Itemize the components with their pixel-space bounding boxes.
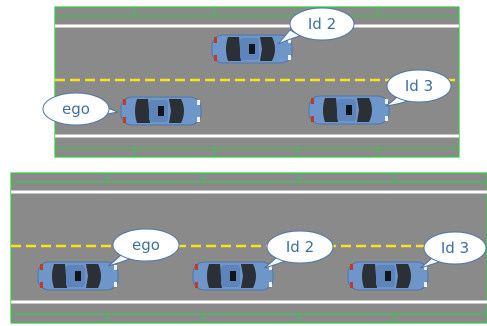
bottom-scene: ego Id 2 Id 3 — [10, 172, 487, 324]
grid-frame — [10, 172, 487, 324]
bubble-id2: Id 2 — [263, 230, 334, 269]
bubble-id2-label: Id 2 — [308, 15, 336, 33]
bubble-ego: ego — [42, 92, 119, 126]
bubble-id2-label: Id 2 — [286, 238, 314, 256]
bubble-ego-label: ego — [62, 100, 90, 118]
vehicle-id2-car — [211, 34, 293, 64]
grid-ticks — [11, 173, 487, 323]
bubble-id3: Id 3 — [419, 231, 487, 269]
vehicle-id3-car — [347, 261, 429, 291]
bubble-id2: Id 2 — [277, 7, 355, 45]
road-surface — [11, 173, 487, 323]
bubble-id3-label: Id 3 — [441, 239, 469, 257]
grid-frame — [54, 6, 460, 158]
bubble-id3-label: Id 3 — [405, 77, 433, 95]
vehicle-ego-car — [120, 96, 202, 126]
vehicle-id2-car — [192, 261, 274, 291]
top-scene: Id 2 ego Id 3 — [42, 6, 460, 158]
vehicle-id3-car — [308, 95, 390, 125]
grid-ticks — [55, 7, 459, 157]
vehicle-ego-car — [37, 261, 119, 291]
bubble-ego-label: ego — [132, 236, 160, 254]
bubble-ego: ego — [107, 228, 180, 267]
bubble-id3: Id 3 — [385, 69, 452, 107]
